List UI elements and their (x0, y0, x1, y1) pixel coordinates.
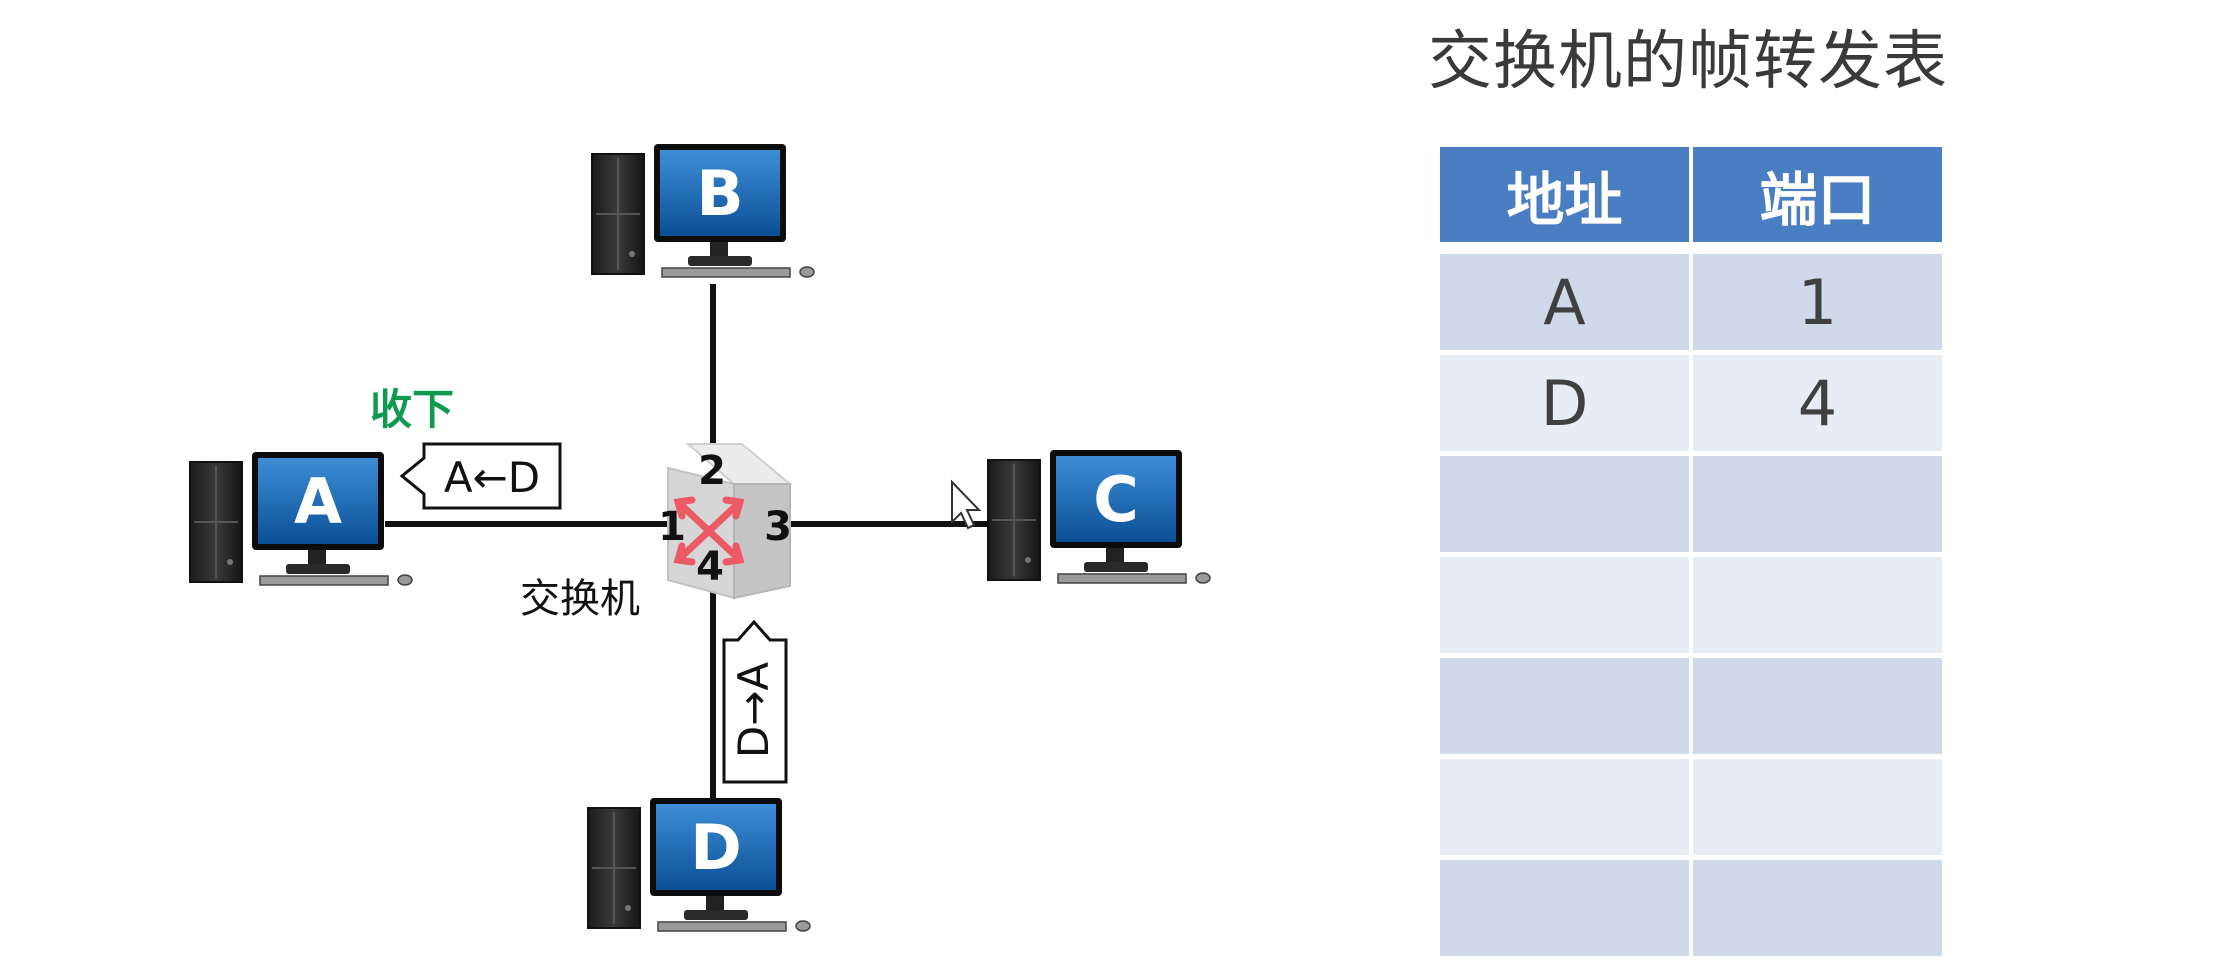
switch-label: 交换机 (520, 576, 640, 622)
cell-address (1440, 456, 1689, 552)
table-row (1440, 456, 1942, 552)
header-address: 地址 (1440, 147, 1689, 242)
cell-address (1440, 658, 1689, 754)
table-row: D 4 (1440, 355, 1942, 451)
cell-port (1693, 759, 1942, 855)
host-c-label: C (1093, 463, 1139, 536)
frame-arrow-from-d: D→A (722, 619, 788, 784)
cell-address (1440, 860, 1689, 956)
table-row: A 1 (1440, 254, 1942, 350)
host-d: D (587, 797, 811, 932)
host-b-label: B (696, 157, 743, 230)
frame-label-a: A←D (444, 453, 540, 502)
table-title: 交换机的帧转发表 (1428, 25, 1948, 99)
host-b: B (591, 143, 815, 278)
frame-arrow-to-a: A←D (399, 442, 562, 510)
forwarding-table: 地址 端口 A 1 D 4 (1436, 142, 1946, 961)
status-received: 收下 (370, 385, 454, 434)
links (385, 284, 992, 800)
cell-port (1693, 557, 1942, 653)
port-label-2: 2 (698, 448, 726, 494)
table-row (1440, 557, 1942, 653)
cell-address (1440, 759, 1689, 855)
cell-port: 4 (1693, 355, 1942, 451)
table-row (1440, 658, 1942, 754)
port-label-3: 3 (764, 504, 792, 550)
cell-address (1440, 557, 1689, 653)
header-port: 端口 (1693, 147, 1942, 242)
switch-arrows-icon (673, 496, 745, 566)
table-row (1440, 860, 1942, 956)
port-label-4: 4 (696, 544, 724, 590)
table-header-row: 地址 端口 (1440, 147, 1942, 242)
host-d-label: D (690, 811, 741, 884)
table-row (1440, 759, 1942, 855)
cell-port (1693, 456, 1942, 552)
cell-address: A (1440, 254, 1689, 350)
cursor-icon (951, 479, 982, 530)
host-a: A (189, 451, 413, 586)
cell-port: 1 (1693, 254, 1942, 350)
cell-port (1693, 658, 1942, 754)
cell-port (1693, 860, 1942, 956)
host-c: C (987, 449, 1211, 584)
cell-address: D (1440, 355, 1689, 451)
frame-label-d: D→A (729, 662, 778, 759)
port-label-1: 1 (658, 504, 686, 550)
host-a-label: A (294, 465, 342, 538)
switch: 2 1 3 4 (658, 443, 793, 600)
